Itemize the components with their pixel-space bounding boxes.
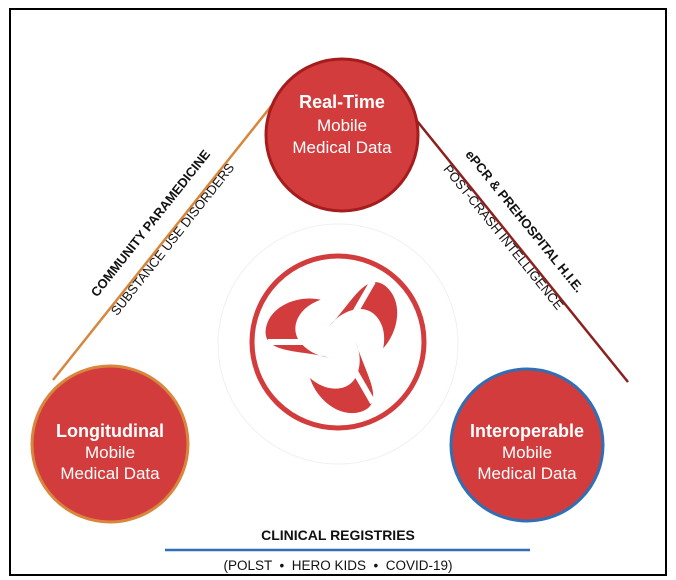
node-left-title: Longitudinal bbox=[56, 421, 164, 441]
logo-hub bbox=[320, 324, 356, 360]
triskelion-logo-icon bbox=[249, 253, 427, 431]
node-right-circle bbox=[449, 367, 605, 523]
node-right-title: Interoperable bbox=[470, 421, 584, 441]
node-right-line2: Medical Data bbox=[477, 464, 577, 483]
node-right-line1: Mobile bbox=[502, 443, 552, 462]
logo-blade bbox=[329, 282, 398, 349]
logo-blades bbox=[265, 279, 398, 414]
logo-outer-ring bbox=[249, 253, 427, 431]
edge-bottom-secondary-label: (POLST • HERO KIDS • COVID-19) bbox=[224, 558, 453, 573]
logo-blade-gap bbox=[344, 356, 376, 405]
outer-frame bbox=[9, 8, 667, 576]
node-right: Interoperable Mobile Medical Data bbox=[449, 367, 605, 523]
edge-bottom-primary-label: CLINICAL REGISTRIES bbox=[261, 527, 415, 543]
node-top-line1: Mobile bbox=[317, 116, 367, 135]
logo-blade bbox=[310, 342, 374, 414]
node-top-circle bbox=[264, 57, 420, 213]
logo-blade-gap bbox=[344, 279, 376, 328]
edge-left-line bbox=[52, 94, 281, 381]
node-left-line1: Mobile bbox=[85, 443, 135, 462]
node-top-line2: Medical Data bbox=[292, 138, 392, 157]
node-left-line2: Medical Data bbox=[60, 464, 160, 483]
node-top: Real-Time Mobile Medical Data bbox=[264, 57, 420, 213]
edge-right-line bbox=[395, 94, 629, 383]
node-top-title: Real-Time bbox=[299, 92, 385, 112]
node-left-circle bbox=[30, 364, 190, 524]
center-guide-circle bbox=[217, 223, 459, 465]
node-left: Longitudinal Mobile Medical Data bbox=[30, 364, 190, 524]
